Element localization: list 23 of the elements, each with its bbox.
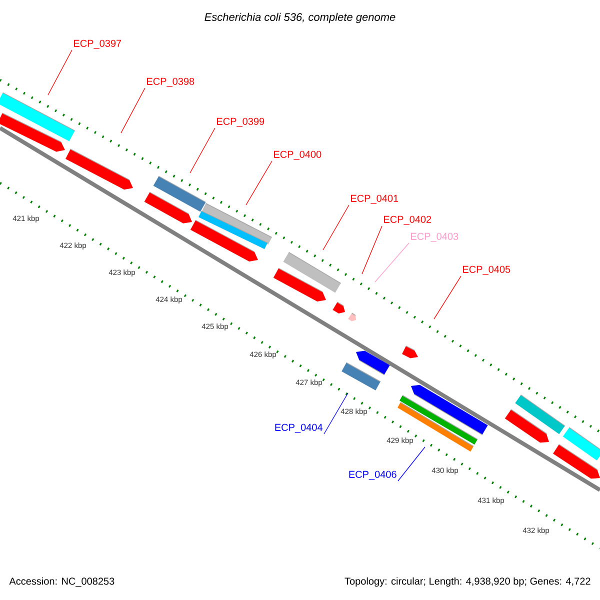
leader-line — [48, 50, 72, 96]
gene-label: ECP_0399 — [217, 118, 264, 127]
accession-text: Accession: NC_008253 — [9, 577, 114, 587]
leader-line — [362, 226, 382, 274]
gene-label: ECP_0398 — [147, 78, 194, 87]
leader-line — [190, 128, 216, 174]
gene-label: ECP_0403 — [411, 232, 458, 242]
leader-line — [324, 392, 348, 434]
genome-stats-text: Topology: circular; Length: 4,938,920 bp; Genes: 4,722 — [344, 577, 590, 587]
gene-label: ECP_0400 — [274, 150, 322, 160]
leader-line — [322, 204, 350, 250]
leader-line — [246, 160, 272, 206]
leader-line — [398, 446, 426, 482]
gene-label: ECP_0404 — [275, 424, 322, 433]
gene-label: ECP_0401 — [351, 194, 398, 204]
leader-line — [374, 242, 410, 282]
gene-label: ECP_0406 — [349, 470, 396, 480]
gene-label: ECP_0397 — [74, 40, 122, 49]
leader-line — [434, 276, 462, 320]
gene-label: ECP_0405 — [463, 266, 510, 275]
title: Escherichia coli 536, complete genome — [204, 12, 396, 24]
gene-label: ECP_0402 — [384, 216, 432, 225]
leader-line — [120, 88, 146, 134]
